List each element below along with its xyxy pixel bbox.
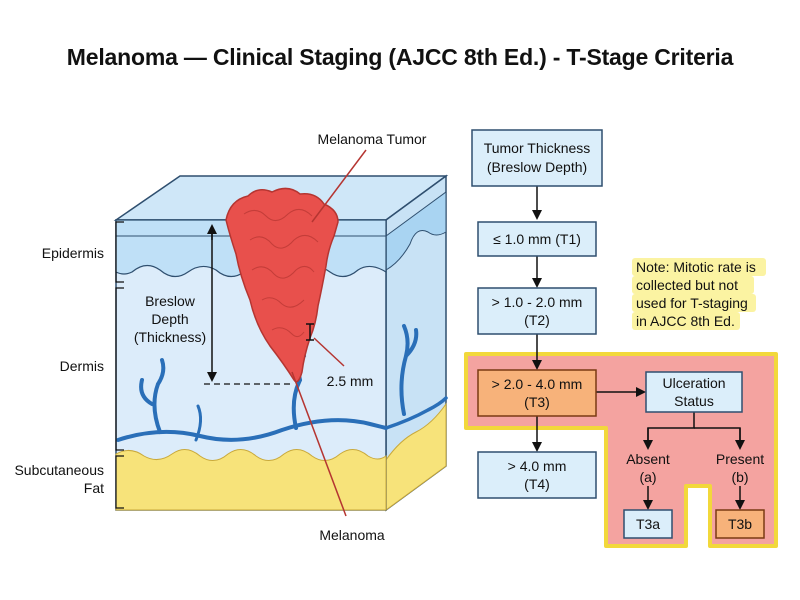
t3b-label: T3b <box>728 516 752 532</box>
thickness-header-line1: Tumor Thickness <box>484 140 591 156</box>
present-label-line1: Present <box>716 451 764 467</box>
breslow-label-line2: Depth <box>151 311 188 327</box>
measurement-marker <box>306 323 314 341</box>
t3-box <box>477 369 597 417</box>
t3a-label: T3a <box>636 516 660 532</box>
page-title: Melanoma — Clinical Staging (AJCC 8th Ed… <box>66 44 734 70</box>
thickness-header-box <box>471 129 603 187</box>
fat-layer <box>115 449 387 511</box>
layer-brackets <box>115 221 124 509</box>
t3b-box <box>715 509 765 539</box>
thickness-header-line2: (Breslow Depth) <box>487 159 587 175</box>
note-line3: used for T-staging <box>636 295 748 311</box>
tumor-texture <box>243 209 319 338</box>
ulceration-label-line2: Status <box>674 393 714 409</box>
present-label-line2: (b) <box>731 469 748 485</box>
t2-label-line2: (T2) <box>524 312 550 328</box>
skin-cross-section: Melanoma Tumor Epidermis Dermis Subcutan… <box>14 131 449 543</box>
t4-label-line1: > 4.0 mm <box>508 458 567 474</box>
breslow-label-line1: Breslow <box>145 293 196 309</box>
t3-label-line2: (T3) <box>524 394 550 410</box>
note-highlight-1 <box>632 258 766 276</box>
side-fat-layer <box>385 402 447 511</box>
dermis-label: Dermis <box>60 358 104 374</box>
t1-box <box>477 221 597 257</box>
breslow-label-line3: (Thickness) <box>134 329 206 345</box>
melanoma-label-leader <box>291 371 347 517</box>
fat-label-line2: Fat <box>84 480 104 496</box>
epidermis-label: Epidermis <box>42 245 104 261</box>
t-stage-flowchart: Tumor Thickness (Breslow Depth) ≤ 1.0 mm… <box>464 129 778 548</box>
t1-label: ≤ 1.0 mm (T1) <box>493 231 581 247</box>
note-line1: Note: Mitotic rate is <box>636 259 756 275</box>
t2-label-line1: > 1.0 - 2.0 mm <box>492 294 583 310</box>
blood-vessels <box>116 324 448 442</box>
tumor-label: Melanoma Tumor <box>318 131 427 147</box>
melanoma-bottom-label: Melanoma <box>319 527 385 543</box>
t2-box <box>477 287 597 335</box>
tumor-label-leader <box>311 149 367 223</box>
t4-label-line2: (T4) <box>524 476 550 492</box>
flow-connectors <box>532 186 745 510</box>
absent-label-line2: (a) <box>639 469 656 485</box>
absent-label-line1: Absent <box>626 451 670 467</box>
t3-label-line1: > 2.0 - 4.0 mm <box>492 376 583 392</box>
note-line4: in AJCC 8th Ed. <box>636 313 735 329</box>
note-highlight-4 <box>632 312 740 330</box>
measurement-label: 2.5 mm <box>327 373 374 389</box>
t4-box <box>477 451 597 499</box>
t3a-box <box>623 509 673 539</box>
note-highlight-3 <box>632 294 756 312</box>
note-line2: collected but not <box>636 277 738 293</box>
ulceration-label-line1: Ulceration <box>662 375 725 391</box>
note-highlight-2 <box>632 276 754 294</box>
fat-label-line1: Subcutaneous <box>14 462 104 478</box>
ulceration-box <box>645 371 743 413</box>
mitotic-rate-note: Note: Mitotic rate is collected but not … <box>632 258 766 330</box>
side-epidermis <box>385 191 447 271</box>
